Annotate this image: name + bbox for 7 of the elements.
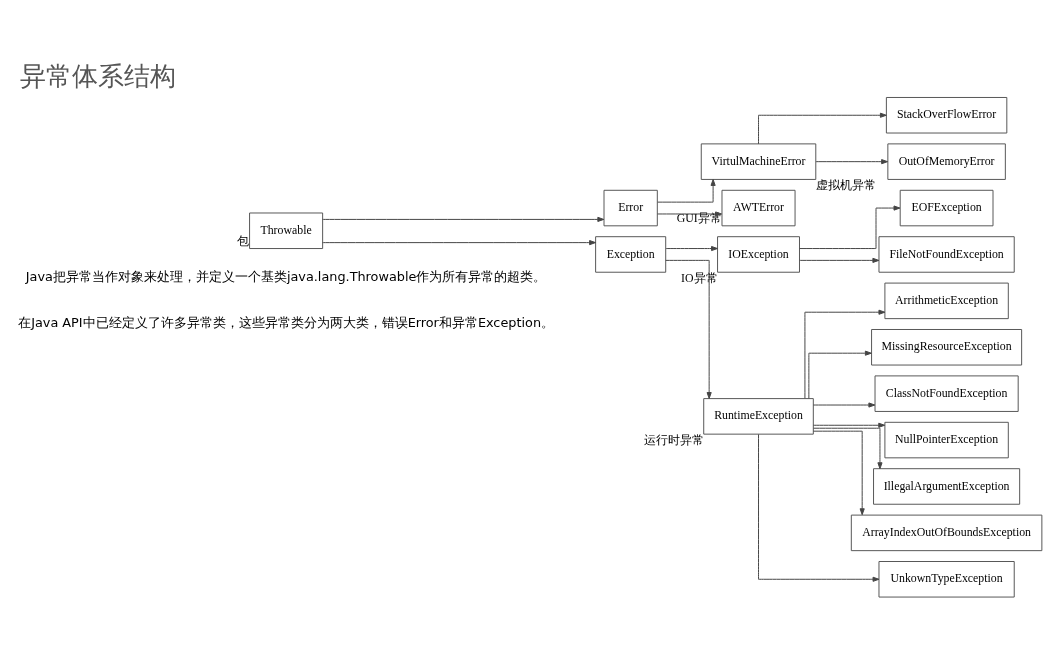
node-label: IO异常 <box>681 270 718 285</box>
label: 在Java API中已经定义了许多异常类，这些异常类分为两大类，错误Error和异常Exception。 <box>18 314 555 330</box>
label: Java把异常当作对象来处理，并定义一个基类java.lang.Throwable作为所有异常的超类。 <box>25 268 547 284</box>
node-label: 运行时异常 <box>643 432 704 447</box>
diagram-title: 异常体系结构 <box>20 60 177 91</box>
node-label: 虚拟机异常 <box>815 177 876 192</box>
node-label: 包 <box>237 233 250 248</box>
